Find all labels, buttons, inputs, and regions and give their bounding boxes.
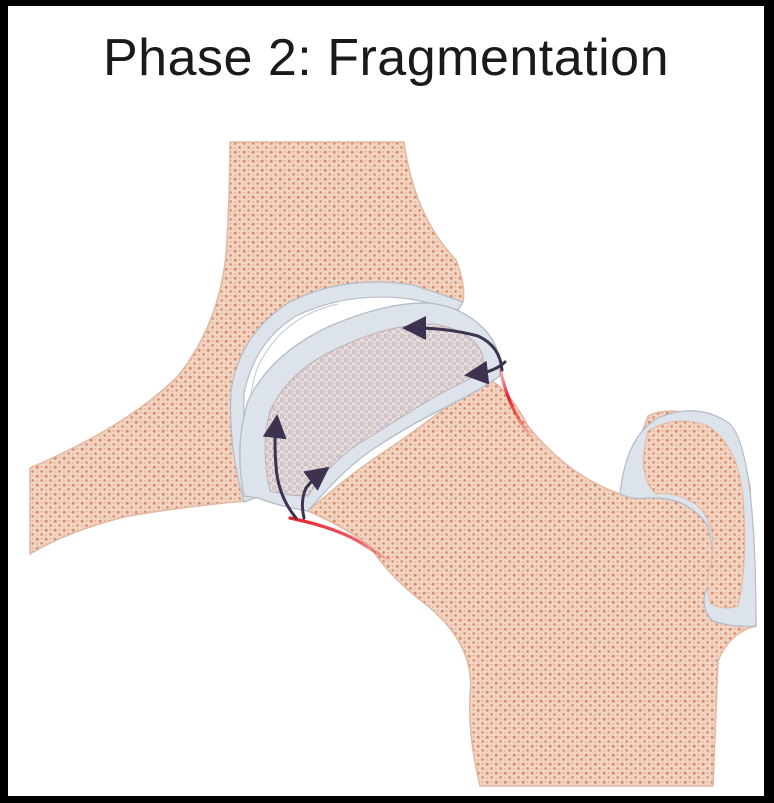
hip-joint-illustration bbox=[8, 6, 764, 796]
diagram-panel: Phase 2: Fragmentation bbox=[8, 6, 764, 796]
